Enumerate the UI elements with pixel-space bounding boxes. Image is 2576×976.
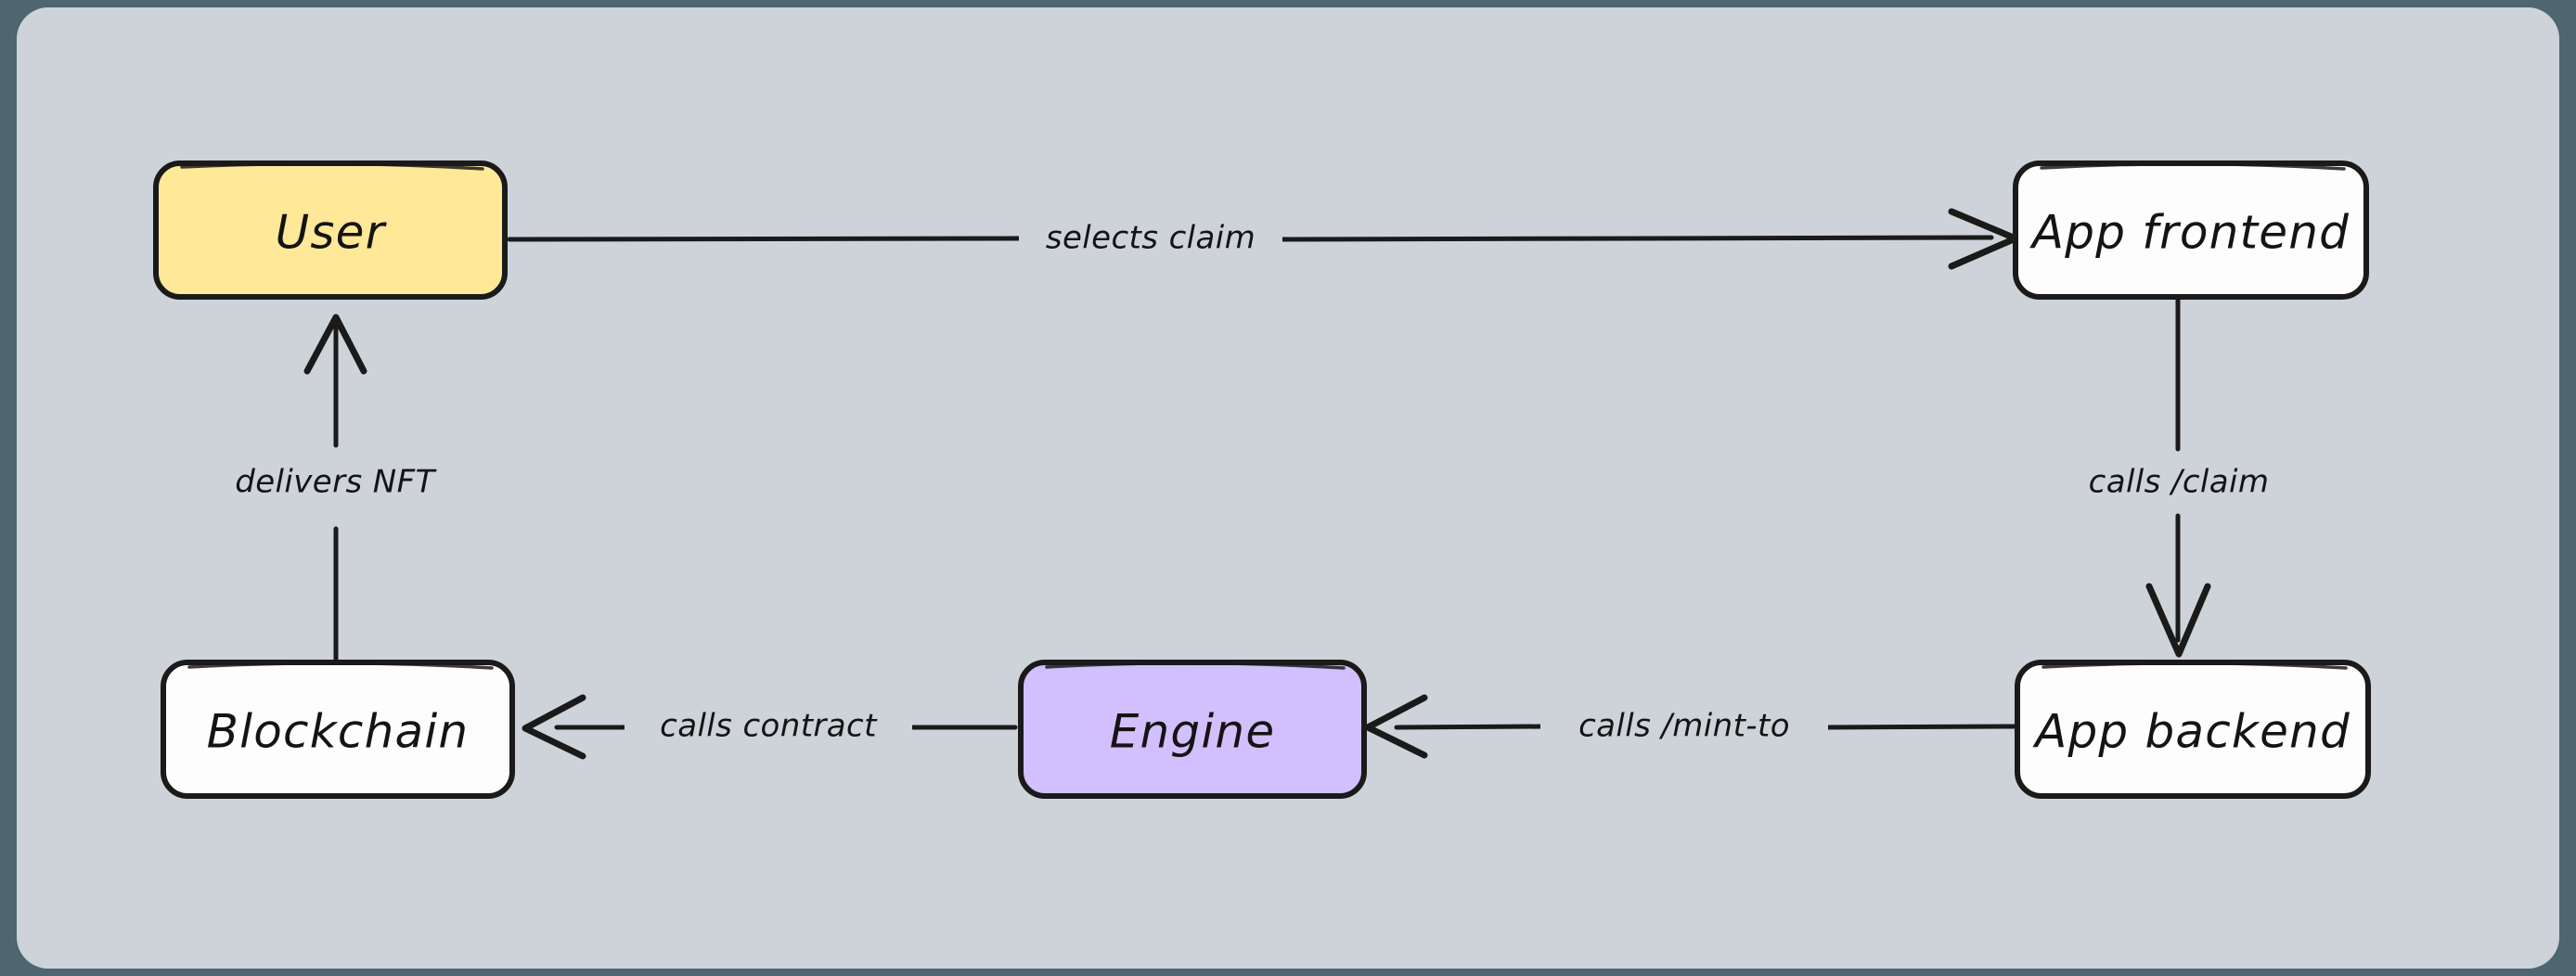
node-user-label: User [276, 206, 388, 260]
edge-calls-contract [522, 694, 1018, 760]
node-blockchain[interactable]: Blockchain [161, 660, 515, 799]
node-engine[interactable]: Engine [1018, 660, 1367, 799]
node-app-backend-label: App backend [2032, 705, 2351, 759]
edge-label-selects-claim-text: selects claim [1046, 220, 1256, 257]
edge-calls-claim [2145, 288, 2211, 658]
edge-label-calls-mint-to: calls /mint-to [1540, 702, 1828, 751]
node-user[interactable]: User [153, 161, 508, 300]
node-app-frontend[interactable]: App frontend [2013, 161, 2369, 300]
edge-calls-mint-to [1364, 694, 2016, 759]
edge-label-calls-contract-text: calls contract [660, 708, 878, 745]
edge-label-delivers-nft-text: delivers NFT [235, 464, 436, 501]
edge-label-calls-claim: calls /claim [2055, 458, 2302, 507]
edge-label-selects-claim: selects claim [1019, 214, 1282, 263]
node-app-backend[interactable]: App backend [2015, 660, 2371, 799]
node-blockchain-label: Blockchain [207, 705, 470, 759]
edge-label-calls-contract: calls contract [625, 702, 912, 751]
edge-delivers-nft [303, 314, 367, 667]
node-app-frontend-label: App frontend [2029, 206, 2350, 260]
node-engine-label: Engine [1110, 705, 1276, 759]
edge-label-calls-mint-to-text: calls /mint-to [1578, 708, 1790, 745]
edge-label-calls-claim-text: calls /claim [2089, 464, 2270, 501]
edge-label-delivers-nft: delivers NFT [200, 458, 470, 507]
